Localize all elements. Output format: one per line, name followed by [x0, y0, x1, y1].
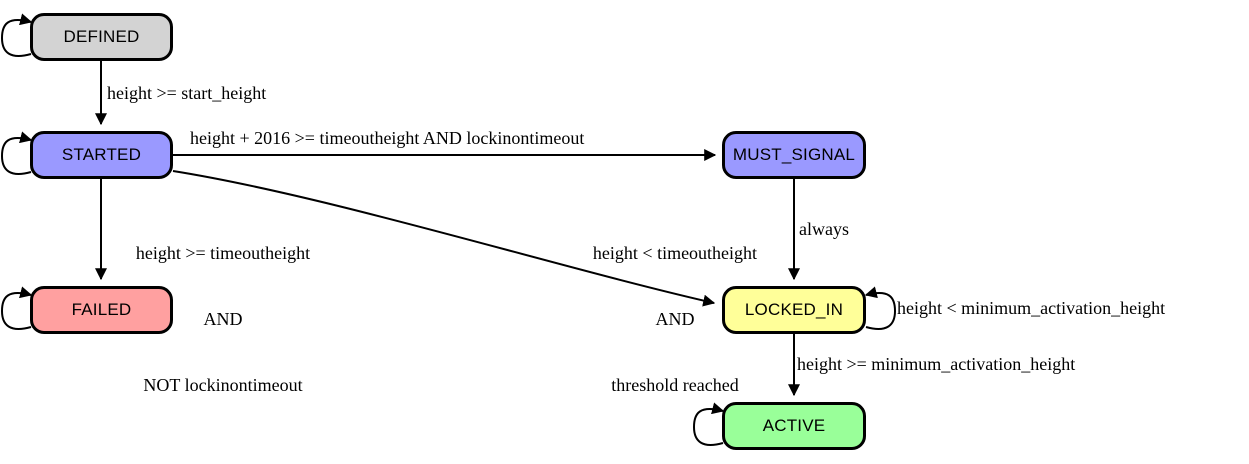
state-node-locked-in[interactable]: LOCKED_IN — [722, 286, 866, 334]
edge-started-to-locked-in — [172, 170, 716, 307]
edge-label-started-to-failed-line-2: AND — [203, 308, 243, 329]
edge-active-self — [692, 402, 725, 446]
edge-locked-in-self — [864, 286, 897, 330]
state-label-must-signal: MUST_SIGNAL — [732, 145, 856, 164]
edge-label-started-to-failed-line-1: height >= timeoutheight — [135, 242, 311, 263]
state-node-defined[interactable]: DEFINED — [30, 13, 173, 61]
edge-label-started-to-locked-in-line-1: height < timeoutheight — [592, 242, 758, 263]
state-node-must-signal[interactable]: MUST_SIGNAL — [722, 131, 866, 179]
edge-label-started-to-locked-in-line-3: threshold reached — [611, 374, 739, 395]
edge-label-started-to-locked-in: height < timeoutheight AND threshold rea… — [565, 199, 785, 440]
state-node-failed[interactable]: FAILED — [30, 286, 173, 334]
edge-failed-self — [0, 286, 33, 330]
edge-label-started-to-failed-line-3: NOT lockinontimeout — [143, 374, 303, 395]
state-node-started[interactable]: STARTED — [30, 131, 173, 179]
edge-label-started-to-locked-in-line-2: AND — [655, 308, 695, 329]
edge-label-started-to-failed: height >= timeoutheight AND NOT lockinon… — [104, 199, 342, 440]
state-label-started: STARTED — [61, 145, 142, 164]
edge-label-locked-in-to-active: height >= minimum_activation_height — [797, 354, 1076, 374]
state-label-failed: FAILED — [71, 300, 132, 319]
edge-started-self — [0, 131, 33, 175]
state-label-active: ACTIVE — [762, 416, 826, 435]
edge-label-locked-in-self: height < minimum_activation_height — [897, 298, 1166, 318]
edge-defined-self — [0, 13, 33, 57]
edge-label-started-to-must-signal: height + 2016 >= timeoutheight AND locki… — [190, 128, 585, 148]
edge-label-must-signal-to-locked-in: always — [799, 219, 849, 239]
state-node-active[interactable]: ACTIVE — [722, 402, 866, 450]
state-label-locked-in: LOCKED_IN — [744, 300, 844, 319]
state-label-defined: DEFINED — [63, 27, 140, 46]
edge-label-defined-to-started: height >= start_height — [107, 83, 267, 103]
